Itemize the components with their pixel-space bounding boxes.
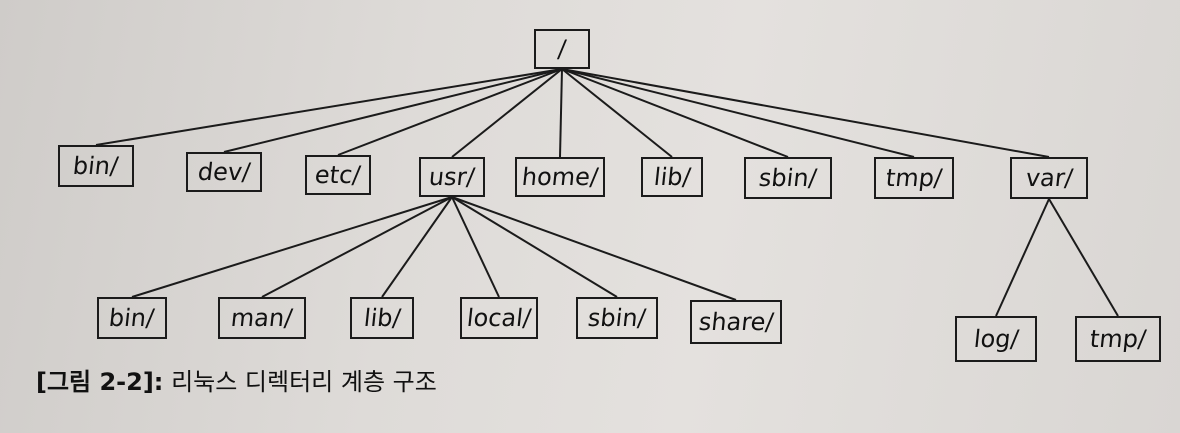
edge-var-var-log	[995, 198, 1050, 317]
figure-caption: [그림 2-2]: 리눅스 디렉터리 계층 구조	[36, 362, 437, 397]
edge-usr-usr-man	[261, 196, 453, 298]
figure-caption-tag: [그림 2-2]:	[36, 368, 164, 396]
node-root: /	[534, 29, 590, 69]
node-root-label: /	[556, 35, 568, 63]
edge-root-etc	[337, 68, 563, 156]
edge-var-var-tmp	[1048, 198, 1119, 317]
edge-usr-usr-bin	[131, 196, 453, 298]
edge-usr-usr-sbin	[451, 196, 618, 298]
node-tmp: tmp/	[874, 157, 954, 199]
node-var-log-label: log/	[972, 325, 1020, 353]
node-etc-label: etc/	[313, 161, 363, 189]
node-usr-bin-label: bin/	[107, 304, 157, 332]
node-usr-bin: bin/	[97, 297, 167, 339]
edge-root-usr	[451, 68, 563, 158]
node-lib-label: lib/	[652, 163, 692, 191]
node-usr-local-label: local/	[465, 304, 533, 332]
node-usr-sbin: sbin/	[576, 297, 658, 339]
edge-root-bin	[95, 68, 563, 146]
edge-usr-usr-local	[451, 196, 500, 298]
edge-root-lib	[561, 68, 673, 158]
node-var-tmp-label: tmp/	[1088, 325, 1148, 353]
node-dev-label: dev/	[196, 158, 252, 186]
node-usr-share-label: share/	[697, 308, 775, 336]
figure-caption-text: 리눅스 디렉터리 계층 구조	[171, 368, 437, 396]
node-usr-local: local/	[460, 297, 538, 339]
edge-root-home	[559, 68, 563, 158]
node-var-label: var/	[1024, 164, 1074, 192]
node-usr-man: man/	[218, 297, 306, 339]
node-bin-label: bin/	[71, 152, 121, 180]
node-dev: dev/	[186, 152, 262, 192]
node-tmp-label: tmp/	[884, 164, 944, 192]
node-sbin-label: sbin/	[757, 164, 819, 192]
node-var: var/	[1010, 157, 1088, 199]
node-bin: bin/	[58, 145, 134, 187]
node-home-label: home/	[520, 163, 600, 191]
edge-usr-usr-share	[451, 196, 737, 301]
node-usr-man-label: man/	[229, 304, 295, 332]
node-usr-label: usr/	[427, 163, 477, 191]
edge-root-tmp	[561, 68, 915, 158]
node-home: home/	[515, 157, 605, 197]
edge-root-dev	[223, 68, 563, 153]
node-sbin: sbin/	[744, 157, 832, 199]
node-var-log: log/	[955, 316, 1037, 362]
edge-root-sbin	[561, 68, 789, 158]
node-lib: lib/	[641, 157, 703, 197]
node-var-tmp: tmp/	[1075, 316, 1161, 362]
node-usr: usr/	[419, 157, 485, 197]
node-usr-lib: lib/	[350, 297, 414, 339]
node-etc: etc/	[305, 155, 371, 195]
node-usr-lib-label: lib/	[362, 304, 402, 332]
node-usr-sbin-label: sbin/	[586, 304, 648, 332]
edge-root-var	[561, 68, 1050, 158]
edge-usr-usr-lib	[381, 196, 453, 298]
node-usr-share: share/	[690, 300, 782, 344]
